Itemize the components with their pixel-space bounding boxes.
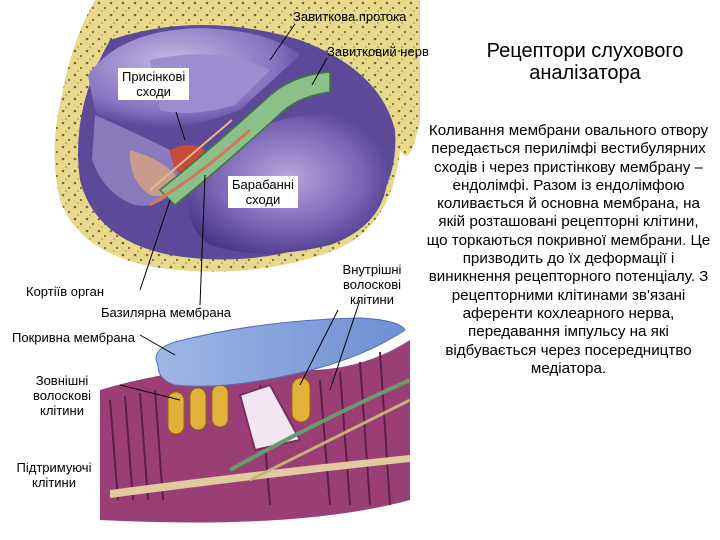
title-line2: аналізатора (470, 62, 700, 84)
outer-hair-cells (168, 385, 228, 434)
label-cochlear-duct: Завиткова протока (293, 9, 406, 24)
label-supporting-line2: клітини (4, 475, 104, 490)
inner-hair-cell (292, 378, 310, 422)
label-cochlear-nerve: Завитковий нерв (327, 44, 429, 59)
label-vestibular-line2: сходи (122, 84, 185, 99)
label-supporting-line1: Підтримуючі (4, 460, 104, 475)
label-inner-hair-line1: Внутрішні (332, 262, 412, 277)
label-outer-hair-cells: Зовнішні волоскові клітини (18, 373, 106, 418)
label-basilar-membrane: Базилярна мембрана (101, 305, 231, 320)
label-vestibular-line1: Присінкові (122, 69, 185, 84)
title-line1: Рецептори слухового (470, 40, 700, 62)
label-outer-hair-line3: клітини (18, 403, 106, 418)
label-outer-hair-line2: волоскові (18, 388, 106, 403)
label-inner-hair-line3: клітини (332, 292, 412, 307)
label-tympanic-line2: сходи (232, 192, 294, 207)
label-tectorial-membrane: Покривна мембрана (12, 330, 135, 345)
label-outer-hair-line1: Зовнішні (18, 373, 106, 388)
page-title: Рецептори слухового аналізатора (470, 40, 700, 84)
label-supporting-cells: Підтримуючі клітини (4, 460, 104, 490)
label-inner-hair-cells: Внутрішні волоскові клітини (332, 262, 412, 307)
label-vestibular-scala: Присінкові сходи (118, 68, 189, 100)
label-corti-organ: Кортіїв орган (26, 284, 104, 299)
label-tympanic-line1: Барабанні (232, 177, 294, 192)
label-tympanic-scala: Барабанні сходи (228, 176, 298, 208)
label-inner-hair-line2: волоскові (332, 277, 412, 292)
description-text: Коливання мембрани овального отвору пере… (426, 122, 711, 378)
